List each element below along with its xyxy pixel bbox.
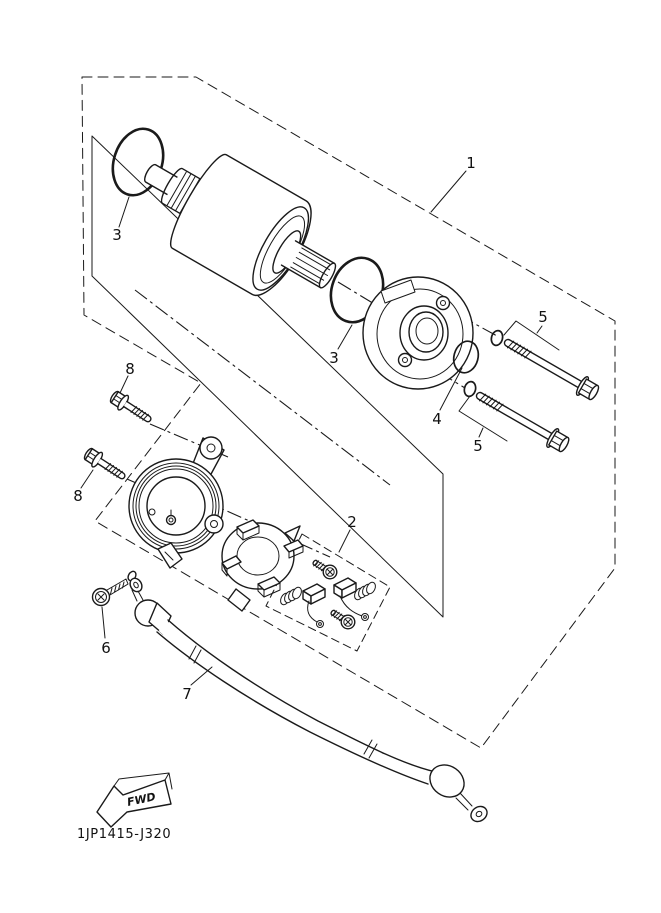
o-ring-4 [452,340,480,374]
brush-kit-parts [280,559,376,630]
outer-dashed-boundary [81,76,616,749]
callout-8a[interactable]: 8 [125,360,135,378]
callout-6[interactable]: 6 [101,639,111,657]
callout-5a[interactable]: 5 [538,308,548,326]
starter-cable [129,577,488,823]
part-code: 1JP1415-J320 [77,827,171,842]
mount-bolt-8b [83,447,126,480]
terminal-screw-6 [91,578,129,607]
o-ring-5b [463,380,477,398]
bracket-housing [128,436,225,569]
armature [144,153,337,297]
brush-spring-b [354,581,376,601]
cover-bolt-5a [503,338,600,401]
callout-7[interactable]: 7 [182,685,192,703]
carbon-brush-b [333,577,369,621]
brush-spring-a [280,586,302,606]
leader-lines [80,170,560,686]
brush-holder [221,519,304,612]
assembly-group-box [91,135,444,618]
front-cover [362,276,474,390]
cover-bolt-5b [475,391,570,453]
brush-screw-b [330,609,356,630]
brush-screw-a [312,559,338,580]
callout-3a[interactable]: 3 [112,226,122,244]
carbon-brush-a [302,583,326,628]
mount-bolt-8a [109,390,152,423]
callout-3b[interactable]: 3 [329,349,339,367]
o-ring-5a [490,329,504,347]
fwd-label: FWD [126,790,157,809]
callout-8b[interactable]: 8 [73,487,83,505]
callout-4[interactable]: 4 [432,410,442,428]
fwd-arrow: FWD [96,772,173,828]
callout-2[interactable]: 2 [347,513,357,531]
callout-5b[interactable]: 5 [473,437,483,455]
callout-1[interactable]: 1 [466,154,476,172]
